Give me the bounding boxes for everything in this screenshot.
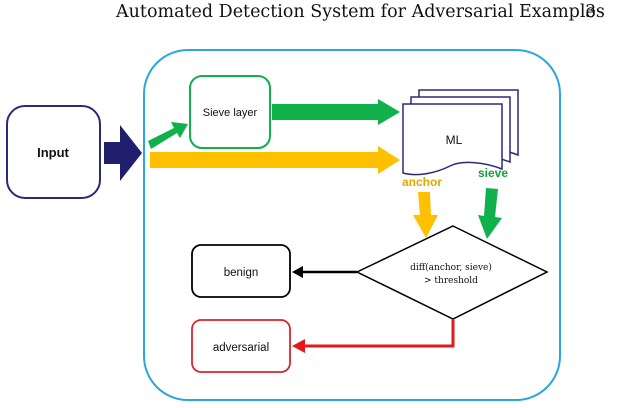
input-to-ml-anchor-arrow [150,146,400,174]
input-label: Input [37,145,69,160]
to-sieve-arrow [148,122,188,149]
anchor-label: anchor [402,175,442,189]
ml-label: ML [446,133,463,147]
sieve-to-ml-arrow [272,99,400,125]
sieve-layer-label: Sieve layer [203,107,258,119]
sieve-layer-box [189,75,271,149]
benign-label: benign [224,267,259,279]
adversarial-label: adversarial [213,342,269,354]
adversarial-arrow-line [304,319,455,348]
input-arrow [104,125,142,181]
input-box [6,105,101,199]
sieve-output-label: sieve [478,166,508,180]
running-header: Automated Detection System for Adversari… [0,2,634,26]
benign-box [191,244,291,298]
anchor-down-arrow [413,192,438,238]
decision-condition-line2: > threshold [424,276,478,286]
page-number: 3 [585,2,597,22]
system-boundary [143,49,561,401]
adversarial-arrow-head [292,339,305,353]
ml-model-stack [402,89,519,176]
benign-arrow-head [292,266,303,278]
adversarial-box [191,319,291,373]
sieve-down-arrow [478,188,502,239]
running-title: Automated Detection System for Adversari… [116,2,605,22]
decision-condition-line1: diff(anchor, sieve) [410,262,492,273]
